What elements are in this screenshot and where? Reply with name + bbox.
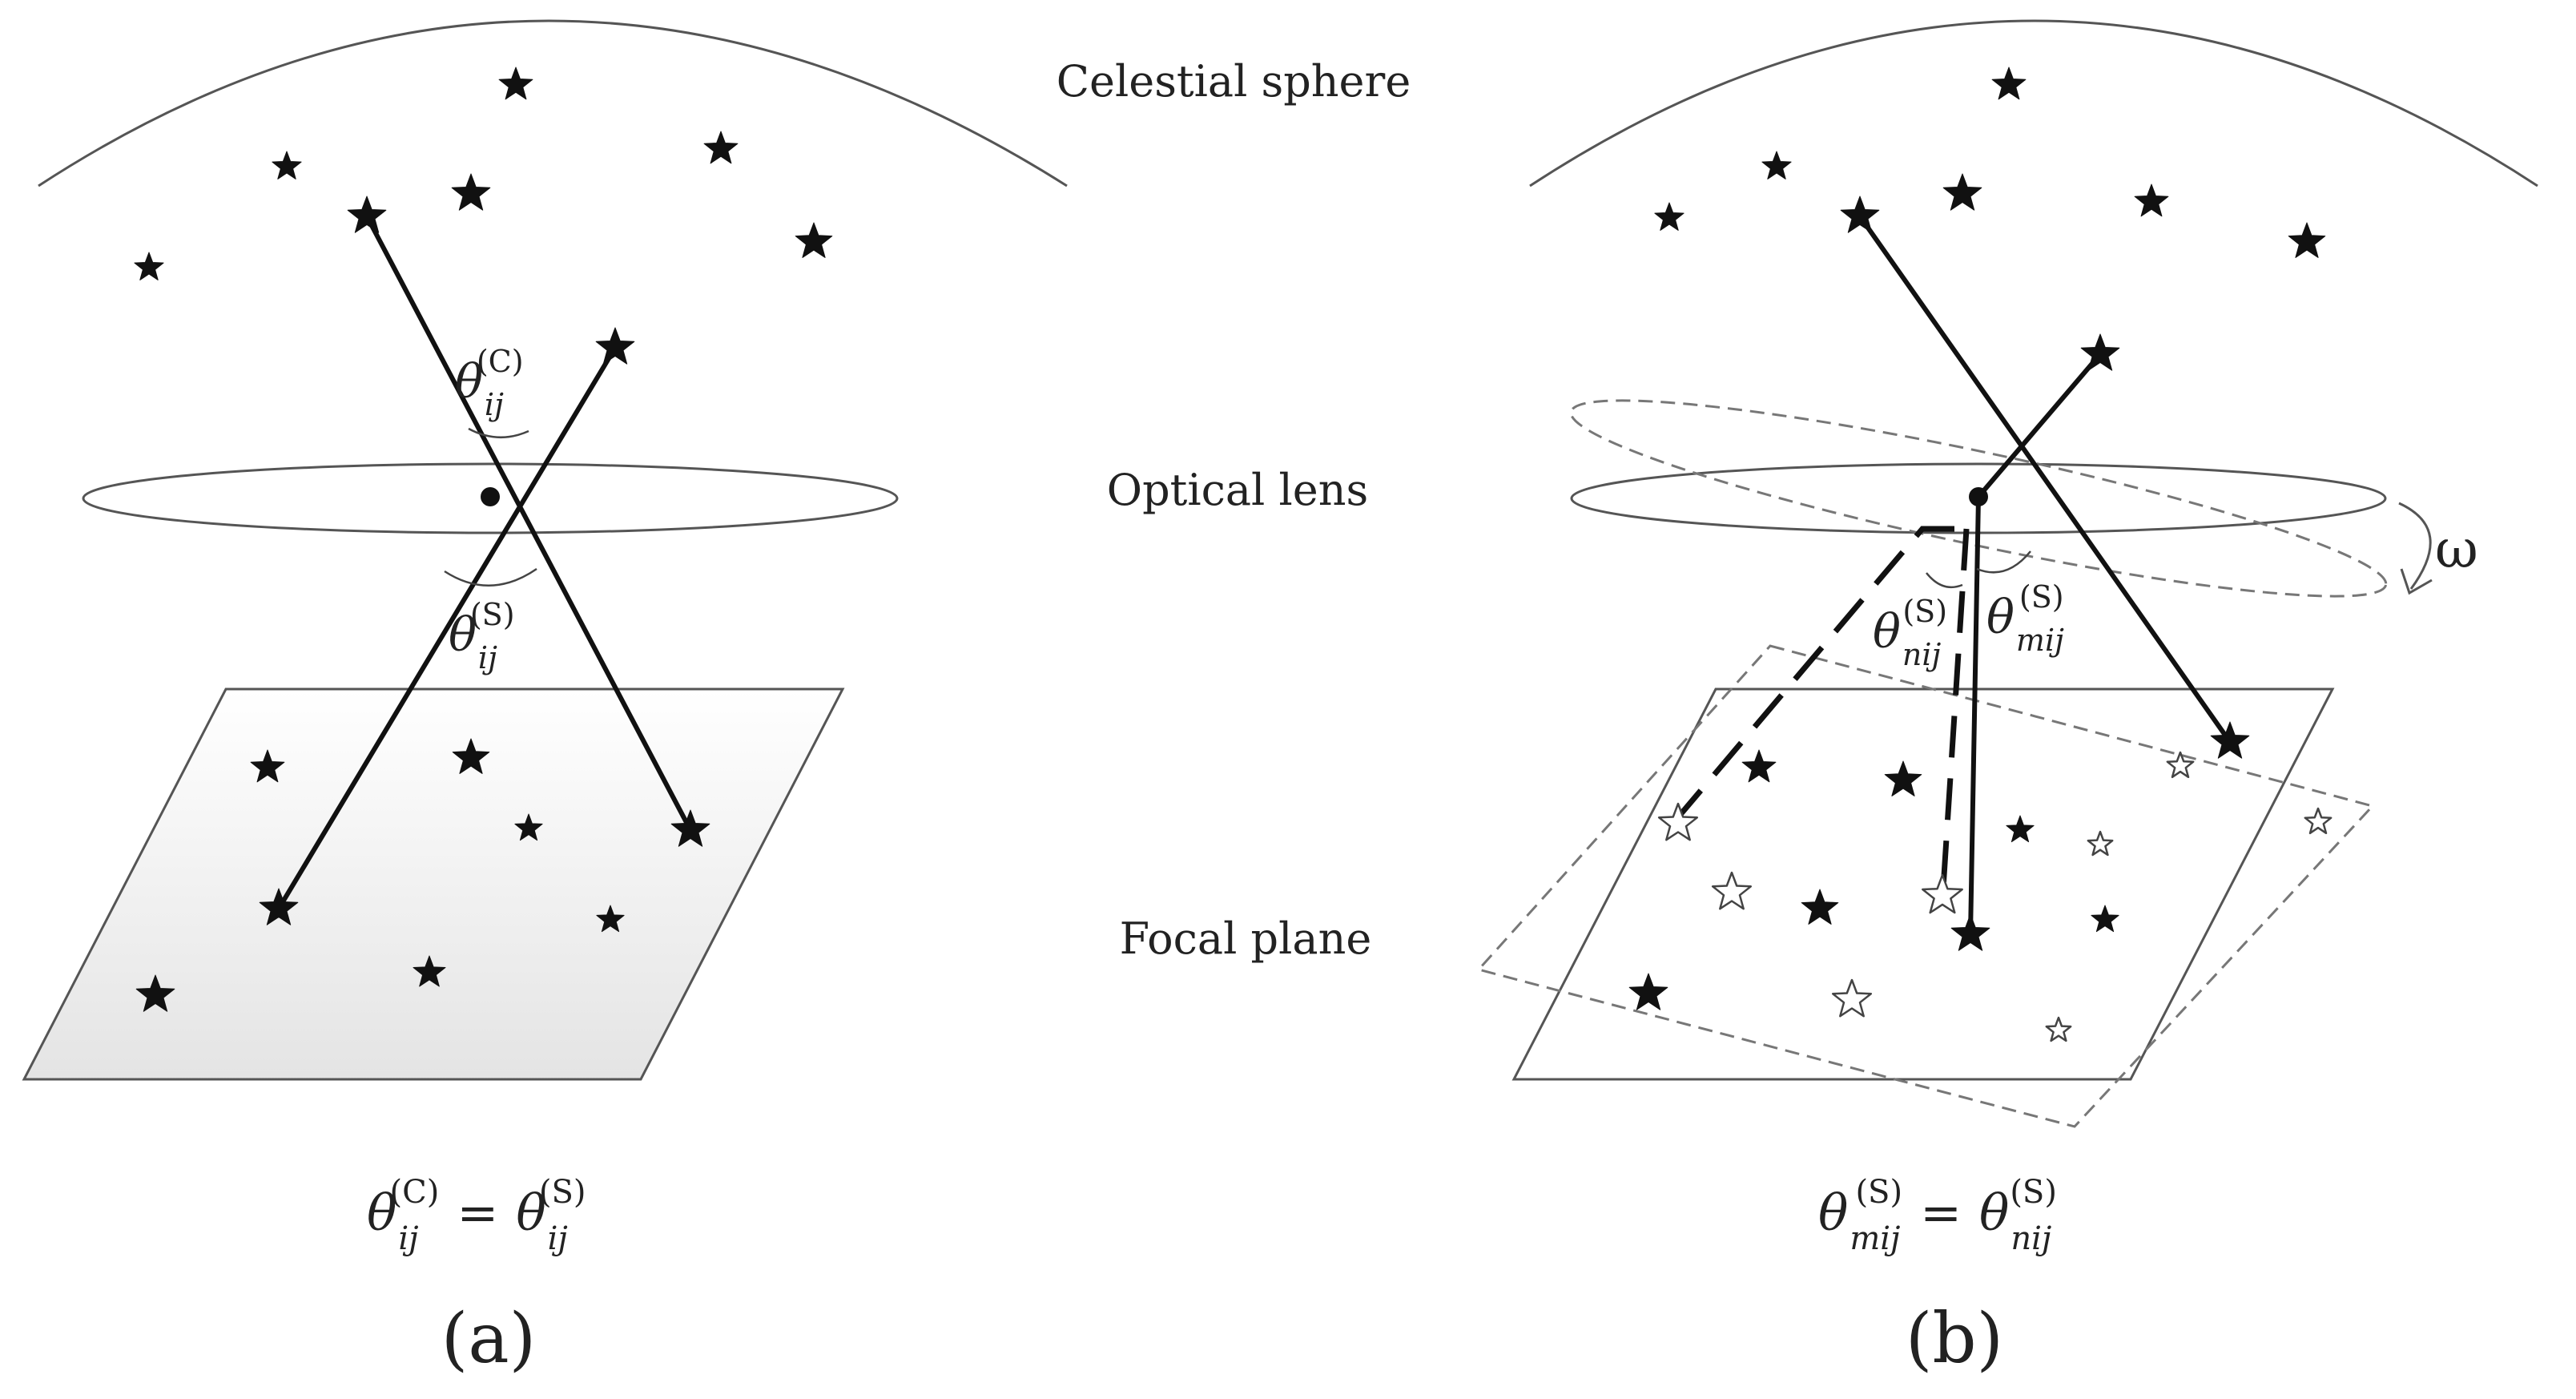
filled-star-icon: [347, 196, 387, 233]
ray-b-1: [1858, 214, 2232, 744]
equation-a: θij(C)=θij(S): [367, 1174, 586, 1257]
caption-a: (a): [441, 1299, 536, 1379]
filled-star-icon: [596, 905, 625, 933]
dashed-rays-b: [1676, 526, 1970, 901]
hollow-star-icon: [2166, 751, 2195, 779]
filled-star-icon: [2288, 222, 2326, 258]
filled-star-icon: [413, 955, 446, 987]
sky-stars-a: [134, 67, 833, 280]
celestial-sphere-label: Celestial sphere: [1057, 56, 1411, 107]
rotated-lens-b: [1569, 399, 2388, 598]
filled-star-icon: [1628, 973, 1668, 1010]
filled-star-icon: [1991, 67, 2027, 100]
filled-star-icon: [2134, 183, 2169, 217]
hollow-star-icon: [2087, 830, 2114, 857]
ray-a-1: [364, 214, 693, 833]
filled-star-icon: [595, 327, 635, 365]
celestial-sphere-arc-b: [1529, 19, 2538, 187]
panel-a: θij(C) θij(S) θij(C)=θij(S) (a): [22, 19, 1068, 1379]
hollow-star-icon: [1831, 978, 1873, 1018]
filled-star-icon: [135, 974, 175, 1012]
filled-star-icon: [2210, 721, 2250, 759]
filled-star-icon: [1942, 173, 1982, 211]
filled-star-icon: [1801, 889, 1839, 925]
rotation-arrowhead-b: [2400, 568, 2433, 595]
angle-arc-m-b: [1976, 550, 2031, 574]
hollow-star-icon: [2045, 1016, 2072, 1042]
focal-plane-label: Focal plane: [1120, 913, 1372, 964]
panel-b: ω θnij(S) θmij(S) θmij(S)=θnij(S) (b): [1476, 19, 2538, 1379]
filled-star-icon: [2006, 815, 2035, 843]
theta-s-mij-label: θmij(S): [1986, 579, 2064, 658]
filled-star-icon: [2091, 905, 2119, 933]
filled-star-icon: [452, 738, 490, 774]
angle-arcs-a: [444, 427, 537, 587]
filled-star-icon: [1884, 760, 1922, 796]
theta-s-ij-label: θij(S): [449, 597, 515, 675]
filled-star-icon: [1840, 196, 1880, 233]
rotation-arrow-b: [2398, 502, 2432, 590]
filled-star-icon: [2080, 333, 2120, 371]
hollow-star-icon: [1657, 802, 1699, 841]
hollow-star-icon: [1711, 871, 1753, 910]
rotated-focal-plane-b: [1476, 644, 2375, 1128]
filled-star-icon: [670, 809, 710, 847]
hollow-star-icon: [2304, 807, 2332, 835]
angle-arcs-b: [1926, 550, 2031, 589]
optical-lens-label: Optical lens: [1107, 465, 1368, 515]
focal-plane-a: [22, 687, 845, 1081]
equation-b: θmij(S)=θnij(S): [1818, 1174, 2057, 1257]
filled-star-icon: [272, 151, 302, 179]
angle-arc-s-a: [444, 567, 537, 587]
angle-arc-n-b: [1926, 572, 1963, 589]
focal-stars-b: [1628, 749, 2332, 1042]
theta-s-nij-label: θnij(S): [1873, 594, 1947, 672]
sky-stars-b: [1654, 67, 2326, 258]
lens-center-a: [481, 487, 500, 506]
angle-arc-c-a: [468, 427, 529, 439]
filled-star-icon: [1761, 151, 1792, 179]
dashed-ray-b-1: [1676, 526, 1954, 820]
rays-a: [276, 214, 693, 911]
filled-star-icon: [1654, 202, 1684, 231]
lens-center-b: [1969, 487, 1988, 506]
filled-star-icon: [795, 222, 833, 258]
ray-b-2: [1976, 352, 2103, 499]
filled-star-icon: [134, 252, 164, 280]
ray-end-stars-b: [1657, 196, 2250, 951]
filled-star-icon: [451, 173, 491, 211]
ray-a-2: [276, 345, 618, 911]
filled-star-icon: [514, 813, 543, 841]
omega-label: ω: [2435, 518, 2478, 580]
focal-plane-b: [1511, 687, 2335, 1081]
filled-star-icon: [703, 131, 739, 164]
caption-b: (b): [1906, 1299, 2003, 1379]
filled-star-icon: [1950, 913, 1990, 951]
celestial-sphere-arc-a: [38, 19, 1068, 187]
hollow-star-icon: [1922, 873, 1963, 914]
filled-star-icon: [250, 749, 285, 783]
filled-star-icon: [498, 67, 533, 100]
filled-star-icon: [1741, 749, 1777, 783]
focal-stars-a: [135, 738, 625, 1012]
theta-c-ij-label: θij(C): [455, 344, 524, 422]
optical-lens-a: [82, 462, 899, 534]
filled-star-icon: [259, 888, 299, 925]
ray-end-stars-a: [259, 196, 710, 925]
